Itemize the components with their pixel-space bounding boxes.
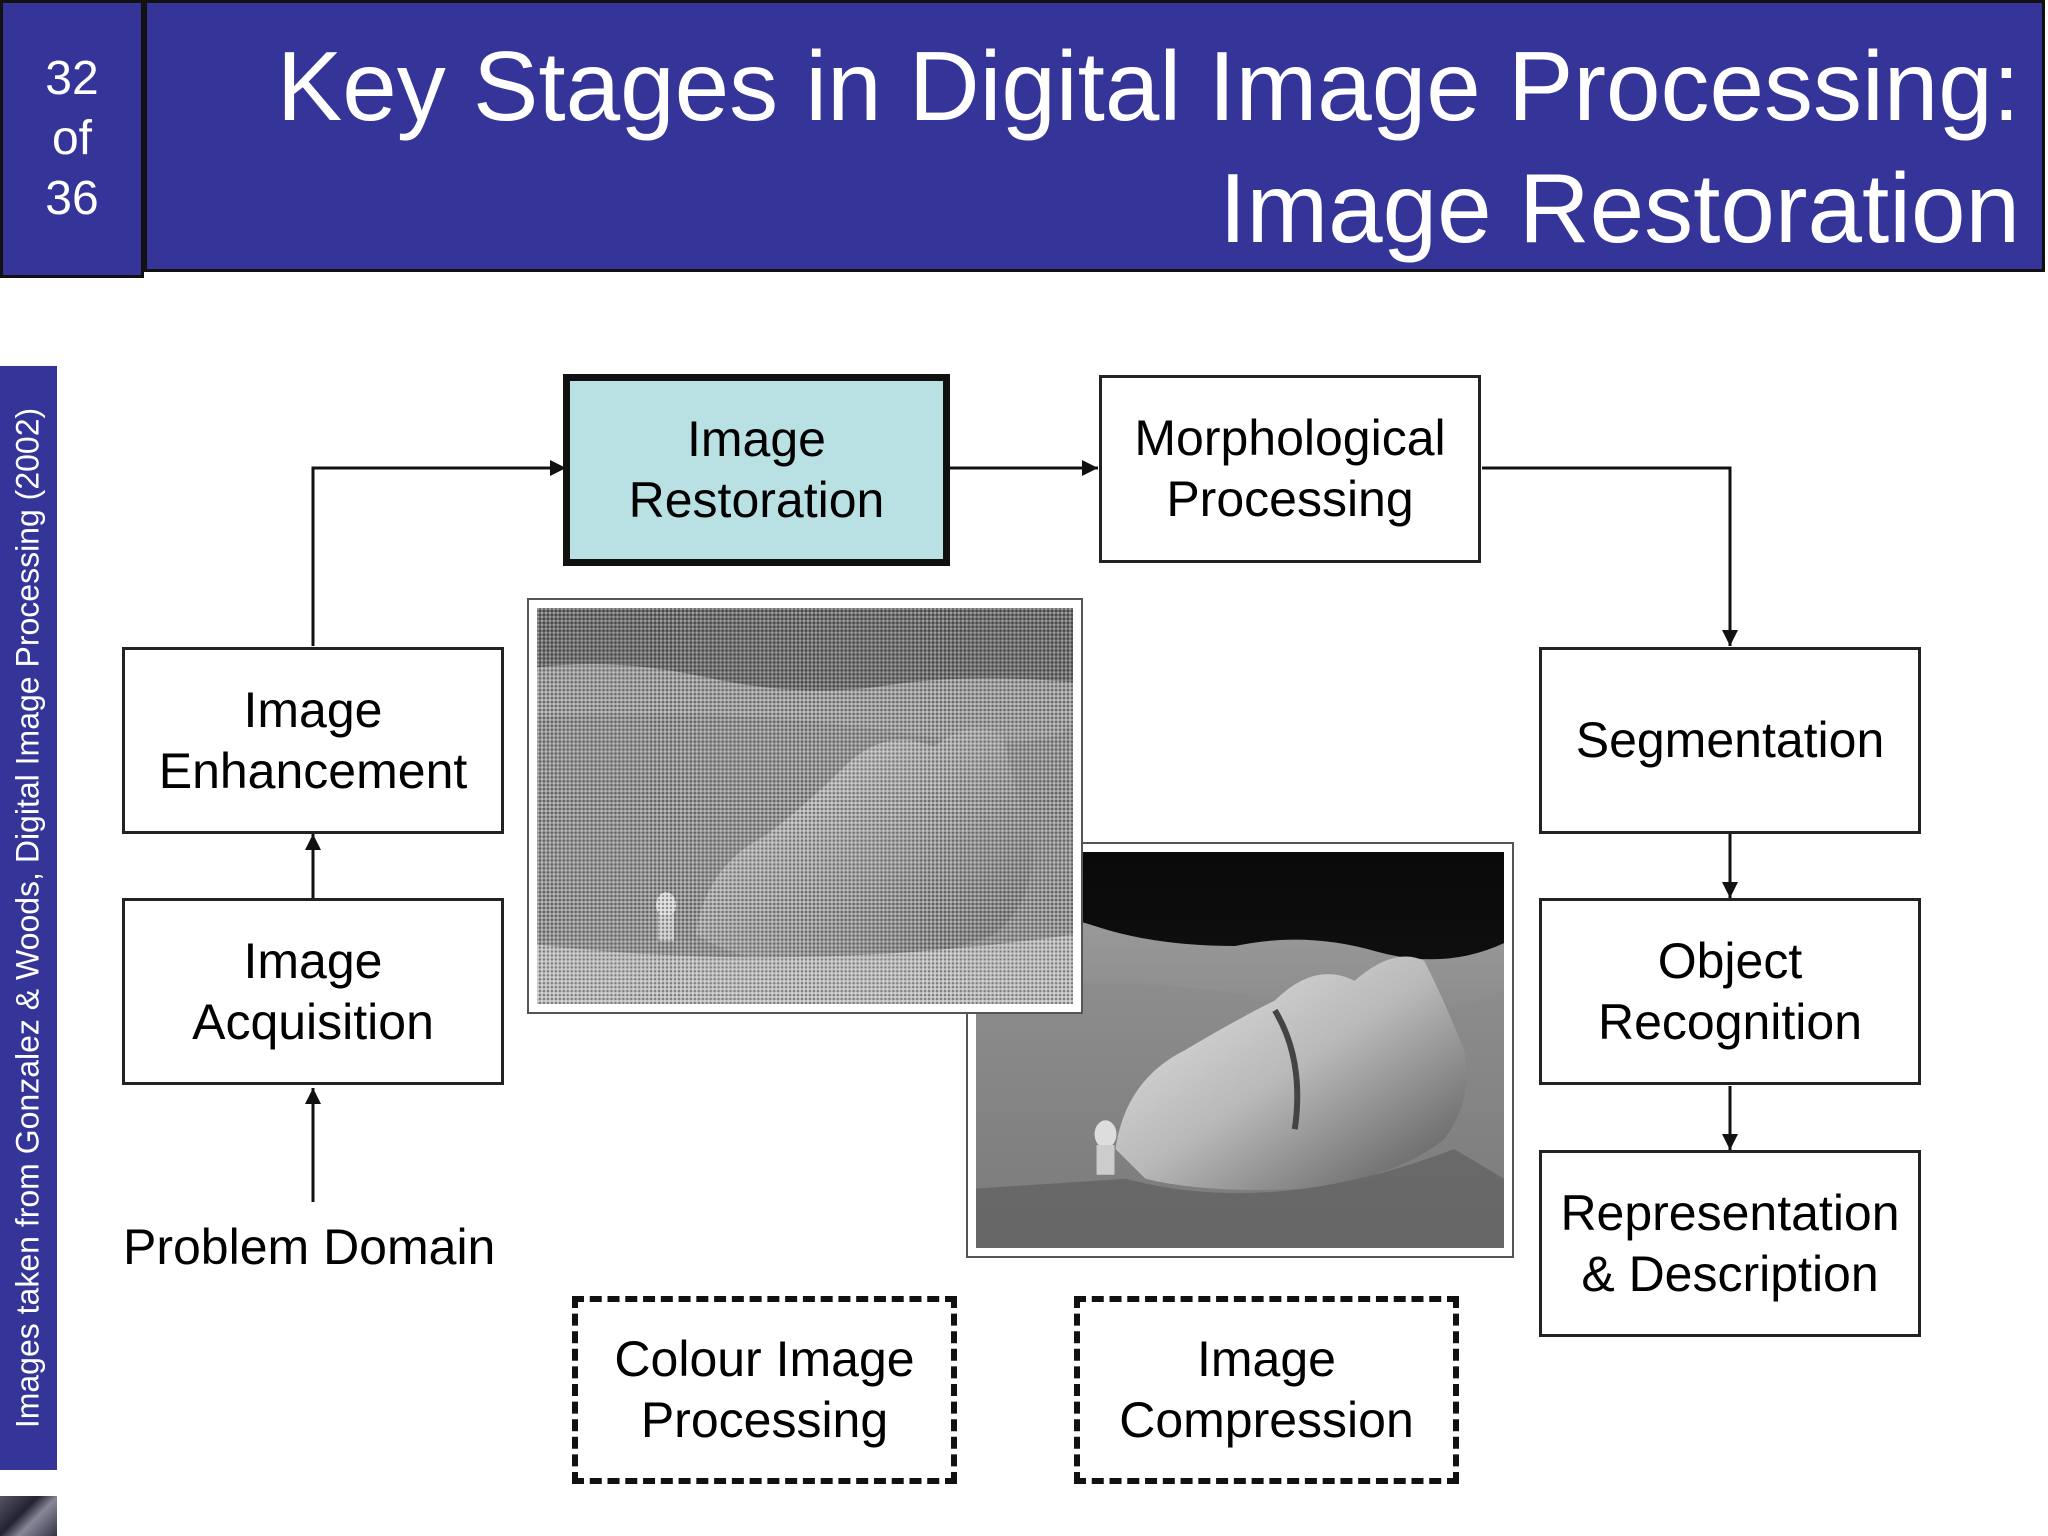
credit-sidebar: [0, 366, 57, 1470]
arrow-morphological-to-segmentation: [1482, 466, 1738, 646]
degraded-moon-image: [527, 598, 1083, 1014]
slide-of: of: [51, 112, 93, 165]
problem-domain-label: Problem Domain: [123, 1219, 496, 1275]
stage-image-acquisition: Image Acquisition: [122, 898, 504, 1085]
stage-image-restoration: Image Restoration: [563, 374, 950, 566]
slide-total: 36: [45, 172, 99, 225]
title-line-2: Image Restoration: [1219, 153, 2020, 263]
slide-counter: 32 of 36: [0, 0, 144, 278]
slide-title: Key Stages in Digital Image Processing: …: [144, 0, 2045, 272]
stage-image-enhancement: Image Enhancement: [122, 647, 504, 834]
stage-colour-image-processing: Colour Image Processing: [572, 1296, 957, 1484]
title-line-1: Key Stages in Digital Image Processing:: [276, 31, 2020, 141]
stage-image-compression: Image Compression: [1074, 1296, 1459, 1484]
stage-segmentation: Segmentation: [1539, 647, 1921, 834]
arrow-enhancement-to-restoration: [311, 460, 566, 646]
stage-morphological-processing: Morphological Processing: [1099, 375, 1481, 563]
logo-image: [0, 1496, 57, 1536]
stage-object-recognition: Object Recognition: [1539, 898, 1921, 1085]
slide-number: 32: [45, 52, 99, 105]
stage-representation-description: Representation & Description: [1539, 1150, 1921, 1337]
